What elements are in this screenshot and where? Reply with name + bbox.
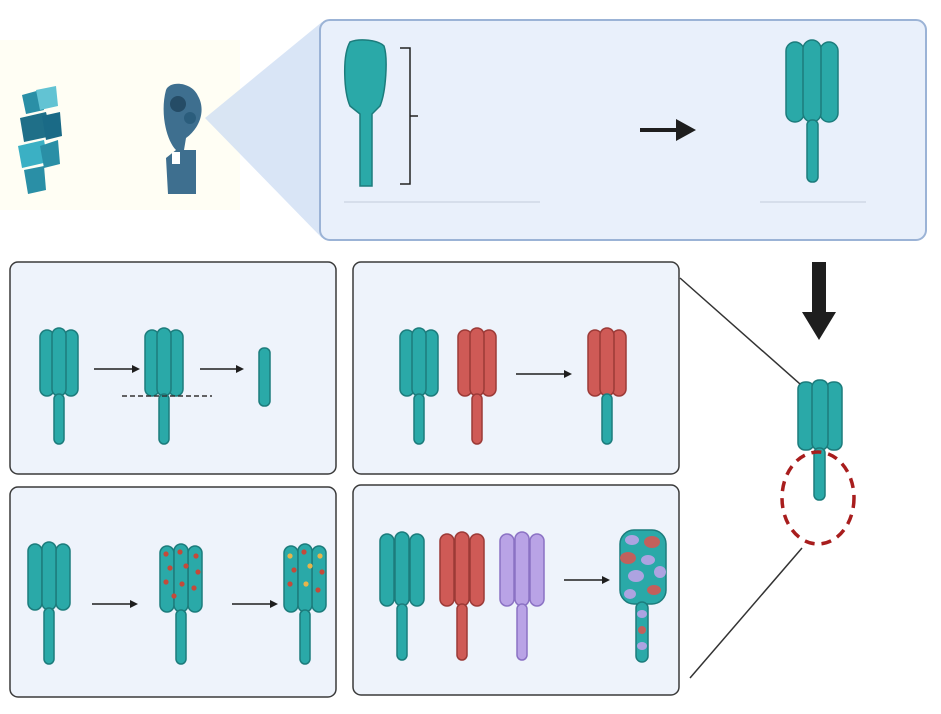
swapped-antibody-icon <box>587 327 627 445</box>
panel-swap <box>352 261 680 475</box>
red-antibody-icon <box>439 531 485 661</box>
antibody-icon <box>39 327 79 445</box>
panel-mutation <box>9 486 337 698</box>
antibody-icon <box>379 531 425 661</box>
stalk-fragment-icon <box>258 347 271 407</box>
chimeric-antibody-icon <box>619 529 667 663</box>
arrow-icon <box>236 365 244 373</box>
dashed-circle <box>780 450 856 546</box>
protein-sketch-icon <box>163 83 202 194</box>
panel-chimera <box>352 484 680 696</box>
arrow-icon <box>602 576 610 584</box>
top-panel <box>319 19 927 241</box>
bracket-icon <box>400 47 418 185</box>
arrow-icon <box>132 365 140 373</box>
antibody-icon <box>27 541 71 665</box>
zoom-wedge <box>205 22 322 238</box>
highlight-antibody-icon <box>797 379 843 501</box>
trimeric-antibody-icon <box>785 39 839 183</box>
antibody-icon <box>399 327 439 445</box>
lavender-antibody-icon <box>499 531 545 661</box>
arrow-icon <box>564 370 572 378</box>
arrow-icon <box>130 600 138 608</box>
optimized-antibody-icon <box>283 543 327 665</box>
red-antibody-icon <box>457 327 497 445</box>
antibody-icon <box>144 327 184 445</box>
connector-line-upper <box>679 277 801 385</box>
domain-antibody-icon <box>343 39 387 187</box>
arrow-icon <box>640 119 696 141</box>
arrow-icon <box>270 600 278 608</box>
down-arrow-icon <box>802 262 836 340</box>
mutated-antibody-icon <box>159 543 203 665</box>
panel-truncation <box>9 261 337 475</box>
specimen-image <box>0 40 240 210</box>
connector-line-lower <box>689 547 803 679</box>
flag-specimen-icon <box>18 86 62 194</box>
